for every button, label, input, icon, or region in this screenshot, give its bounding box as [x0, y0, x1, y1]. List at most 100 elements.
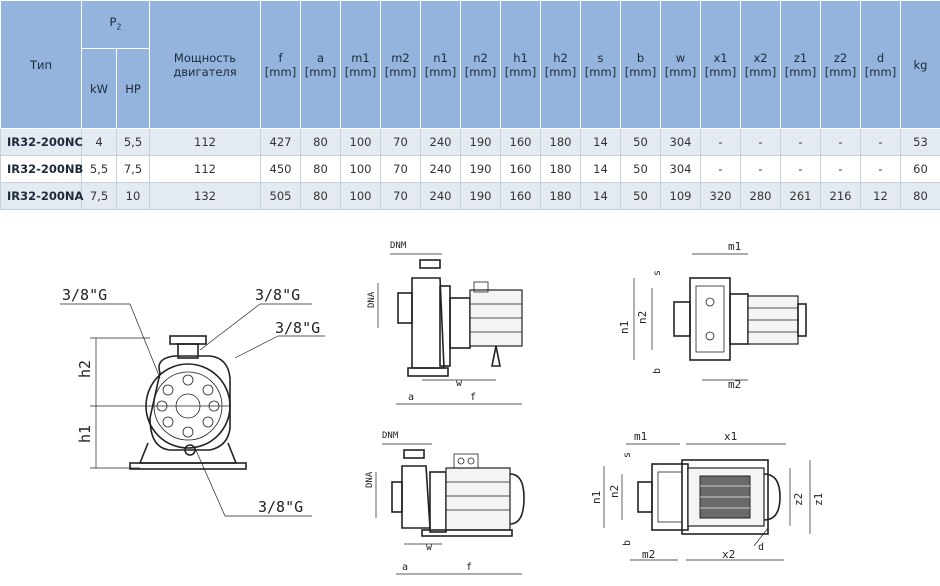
header-dim-unit: [mm] — [304, 64, 337, 79]
dim-m1-label-2: m1 — [634, 430, 647, 443]
cell-dim-x2: - — [740, 128, 781, 156]
header-p2: P2 — [81, 0, 150, 49]
header-dim-label: w — [675, 50, 686, 65]
cell-motor: 132 — [149, 182, 261, 210]
dim-dna-label-2: DNA — [365, 471, 375, 488]
header-dim-m1: m1[mm] — [340, 0, 381, 129]
header-dim-s: s[mm] — [580, 0, 621, 129]
header-p2-label: P — [109, 14, 117, 29]
cell-dim-x1: 320 — [700, 182, 741, 210]
header-p2-sub: 2 — [116, 22, 122, 32]
dim-z1-label: z1 — [812, 493, 825, 506]
cell-dim-m1: 100 — [340, 128, 381, 156]
cell-dim-b: 50 — [620, 182, 661, 210]
cell-hp: 5,5 — [116, 128, 150, 156]
dim-w-label: w — [456, 378, 463, 389]
cell-dim-n2: 190 — [460, 128, 501, 156]
port-label-top-right: 3/8"G — [255, 286, 300, 304]
header-dim-x2: x2[mm] — [740, 0, 781, 129]
cell-kg: 80 — [900, 182, 940, 210]
header-hp: HP — [116, 48, 150, 129]
header-dim-unit: [mm] — [744, 64, 777, 79]
top-view-bottom-drawing: m1 x1 s n1 n2 b z2 z1 d m2 x2 — [590, 430, 825, 561]
cell-kg: 60 — [900, 155, 940, 183]
cell-dim-m1: 100 — [340, 155, 381, 183]
header-dim-n1: n1[mm] — [420, 0, 461, 129]
cell-dim-h1: 160 — [500, 128, 541, 156]
cell-dim-a: 80 — [300, 155, 341, 183]
cell-dim-z1: 261 — [780, 182, 821, 210]
port-label-top-left: 3/8"G — [62, 286, 107, 304]
header-dim-label: m2 — [391, 50, 410, 65]
cell-dim-h2: 180 — [540, 155, 581, 183]
header-dim-unit: [mm] — [544, 64, 577, 79]
header-dim-label: n1 — [433, 50, 448, 65]
header-dim-d: d[mm] — [860, 0, 901, 129]
cell-dim-h1: 160 — [500, 155, 541, 183]
cell-dim-d: - — [860, 155, 901, 183]
header-dim-unit: [mm] — [784, 64, 817, 79]
dim-f-label-2: f — [466, 562, 472, 573]
dim-m1-label: m1 — [728, 240, 741, 253]
cell-kw: 5,5 — [81, 155, 117, 183]
header-kw: kW — [81, 48, 117, 129]
dim-a-label: a — [408, 392, 414, 403]
header-dim-n2: n2[mm] — [460, 0, 501, 129]
cell-dim-s: 14 — [580, 182, 621, 210]
cell-dim-d: - — [860, 128, 901, 156]
cell-hp: 7,5 — [116, 155, 150, 183]
cell-model: IR32-200NB — [0, 155, 83, 183]
dim-b-label-2: b — [622, 540, 633, 546]
cell-dim-m2: 70 — [380, 128, 421, 156]
cell-kw: 4 — [81, 128, 117, 156]
cell-dim-f: 450 — [260, 155, 301, 183]
header-dim-label: d — [876, 50, 885, 65]
header-dim-unit: [mm] — [584, 64, 617, 79]
cell-dim-x1: - — [700, 155, 741, 183]
cell-dim-n1: 240 — [420, 155, 461, 183]
side-view-top-drawing: DNM DNA w a f — [367, 241, 523, 405]
header-dim-z1: z1[mm] — [780, 0, 821, 129]
dim-s-label: s — [652, 270, 663, 276]
dim-z2-label: z2 — [792, 493, 805, 506]
header-dim-w: w[mm] — [660, 0, 701, 129]
cell-motor: 112 — [149, 128, 261, 156]
header-dim-unit: [mm] — [624, 64, 657, 79]
cell-dim-h2: 180 — [540, 182, 581, 210]
header-dim-label: b — [636, 50, 645, 65]
cell-dim-z2: - — [820, 128, 861, 156]
header-dim-label: f — [278, 50, 283, 65]
port-label-bottom: 3/8"G — [258, 498, 303, 516]
dim-f-label: f — [470, 392, 476, 403]
cell-dim-m1: 100 — [340, 182, 381, 210]
cell-dim-x2: 280 — [740, 182, 781, 210]
header-dim-z2: z2[mm] — [820, 0, 861, 129]
dim-n2-label-2: n2 — [608, 485, 621, 498]
cell-hp: 10 — [116, 182, 150, 210]
dim-m2-label: m2 — [728, 378, 741, 391]
header-dim-unit: [mm] — [824, 64, 857, 79]
dim-n2-label: n2 — [636, 311, 649, 324]
cell-dim-n2: 190 — [460, 182, 501, 210]
side-view-bottom-drawing: DNM DNA w a f — [365, 431, 525, 575]
header-dim-unit: [mm] — [344, 64, 377, 79]
dim-d-label: d — [758, 542, 764, 553]
cell-dim-b: 50 — [620, 155, 661, 183]
cell-dim-z1: - — [780, 128, 821, 156]
header-dim-unit: [mm] — [504, 64, 537, 79]
header-kg: kg — [900, 0, 940, 129]
header-dim-a: a[mm] — [300, 0, 341, 129]
header-dim-label: m1 — [351, 50, 370, 65]
header-dim-h2: h2[mm] — [540, 0, 581, 129]
cell-dim-n1: 240 — [420, 182, 461, 210]
header-dim-f: f[mm] — [260, 0, 301, 129]
cell-dim-f: 505 — [260, 182, 301, 210]
cell-dim-z1: - — [780, 155, 821, 183]
dim-n1-label-2: n1 — [590, 491, 603, 504]
header-dim-label: a — [316, 50, 325, 65]
top-view-top-drawing: m1 s n1 n2 b m2 — [618, 240, 807, 391]
header-dim-label: h2 — [553, 50, 568, 65]
dim-x1-label: x1 — [724, 430, 737, 443]
